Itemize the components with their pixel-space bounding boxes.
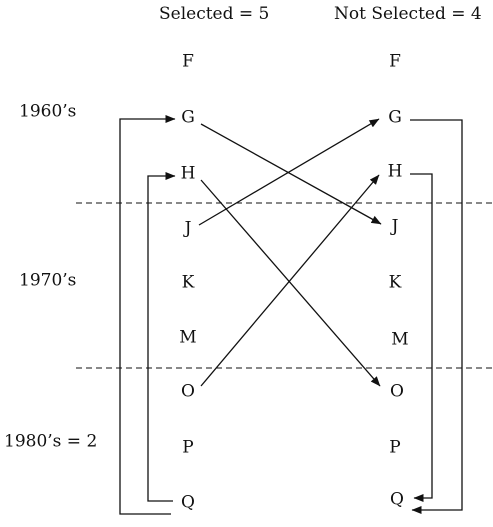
right-node-f: F (389, 52, 401, 72)
right-node-o: O (390, 382, 404, 402)
left-node-f: F (182, 52, 194, 72)
left-node-o: O (181, 382, 195, 402)
era-label-1970s: 1970’s (19, 271, 76, 291)
right-node-h: H (388, 162, 403, 182)
right-node-j: J (390, 217, 399, 237)
header-not-selected: Not Selected = 4 (334, 4, 482, 24)
arrow-left-g-to-right-j (200, 123, 382, 225)
arrow-left-h-to-right-o (200, 179, 381, 387)
connector-left-q-to-left-g (119, 115, 176, 515)
left-node-h: H (181, 164, 196, 184)
right-node-q: Q (390, 490, 404, 510)
right-node-p: P (389, 438, 400, 458)
era-label-1980s: 1980’s = 2 (4, 432, 97, 452)
left-node-q: Q (181, 493, 195, 513)
connector-right-g-to-right-q (410, 119, 463, 514)
right-node-m: M (391, 330, 408, 350)
arrow-left-j-to-right-g (198, 118, 380, 226)
arrow-left-o-to-right-h (200, 174, 380, 387)
left-node-p: P (182, 438, 193, 458)
right-node-k: K (389, 273, 402, 293)
left-node-k: K (182, 273, 195, 293)
left-node-m: M (179, 328, 196, 348)
right-node-g: G (388, 108, 402, 128)
left-node-j: J (183, 219, 192, 239)
header-selected: Selected = 5 (159, 4, 269, 24)
connector-right-h-to-right-q (410, 173, 433, 502)
left-node-g: G (181, 108, 195, 128)
connector-left-q-to-left-h (147, 172, 176, 502)
era-label-1960s: 1960’s (19, 102, 76, 122)
